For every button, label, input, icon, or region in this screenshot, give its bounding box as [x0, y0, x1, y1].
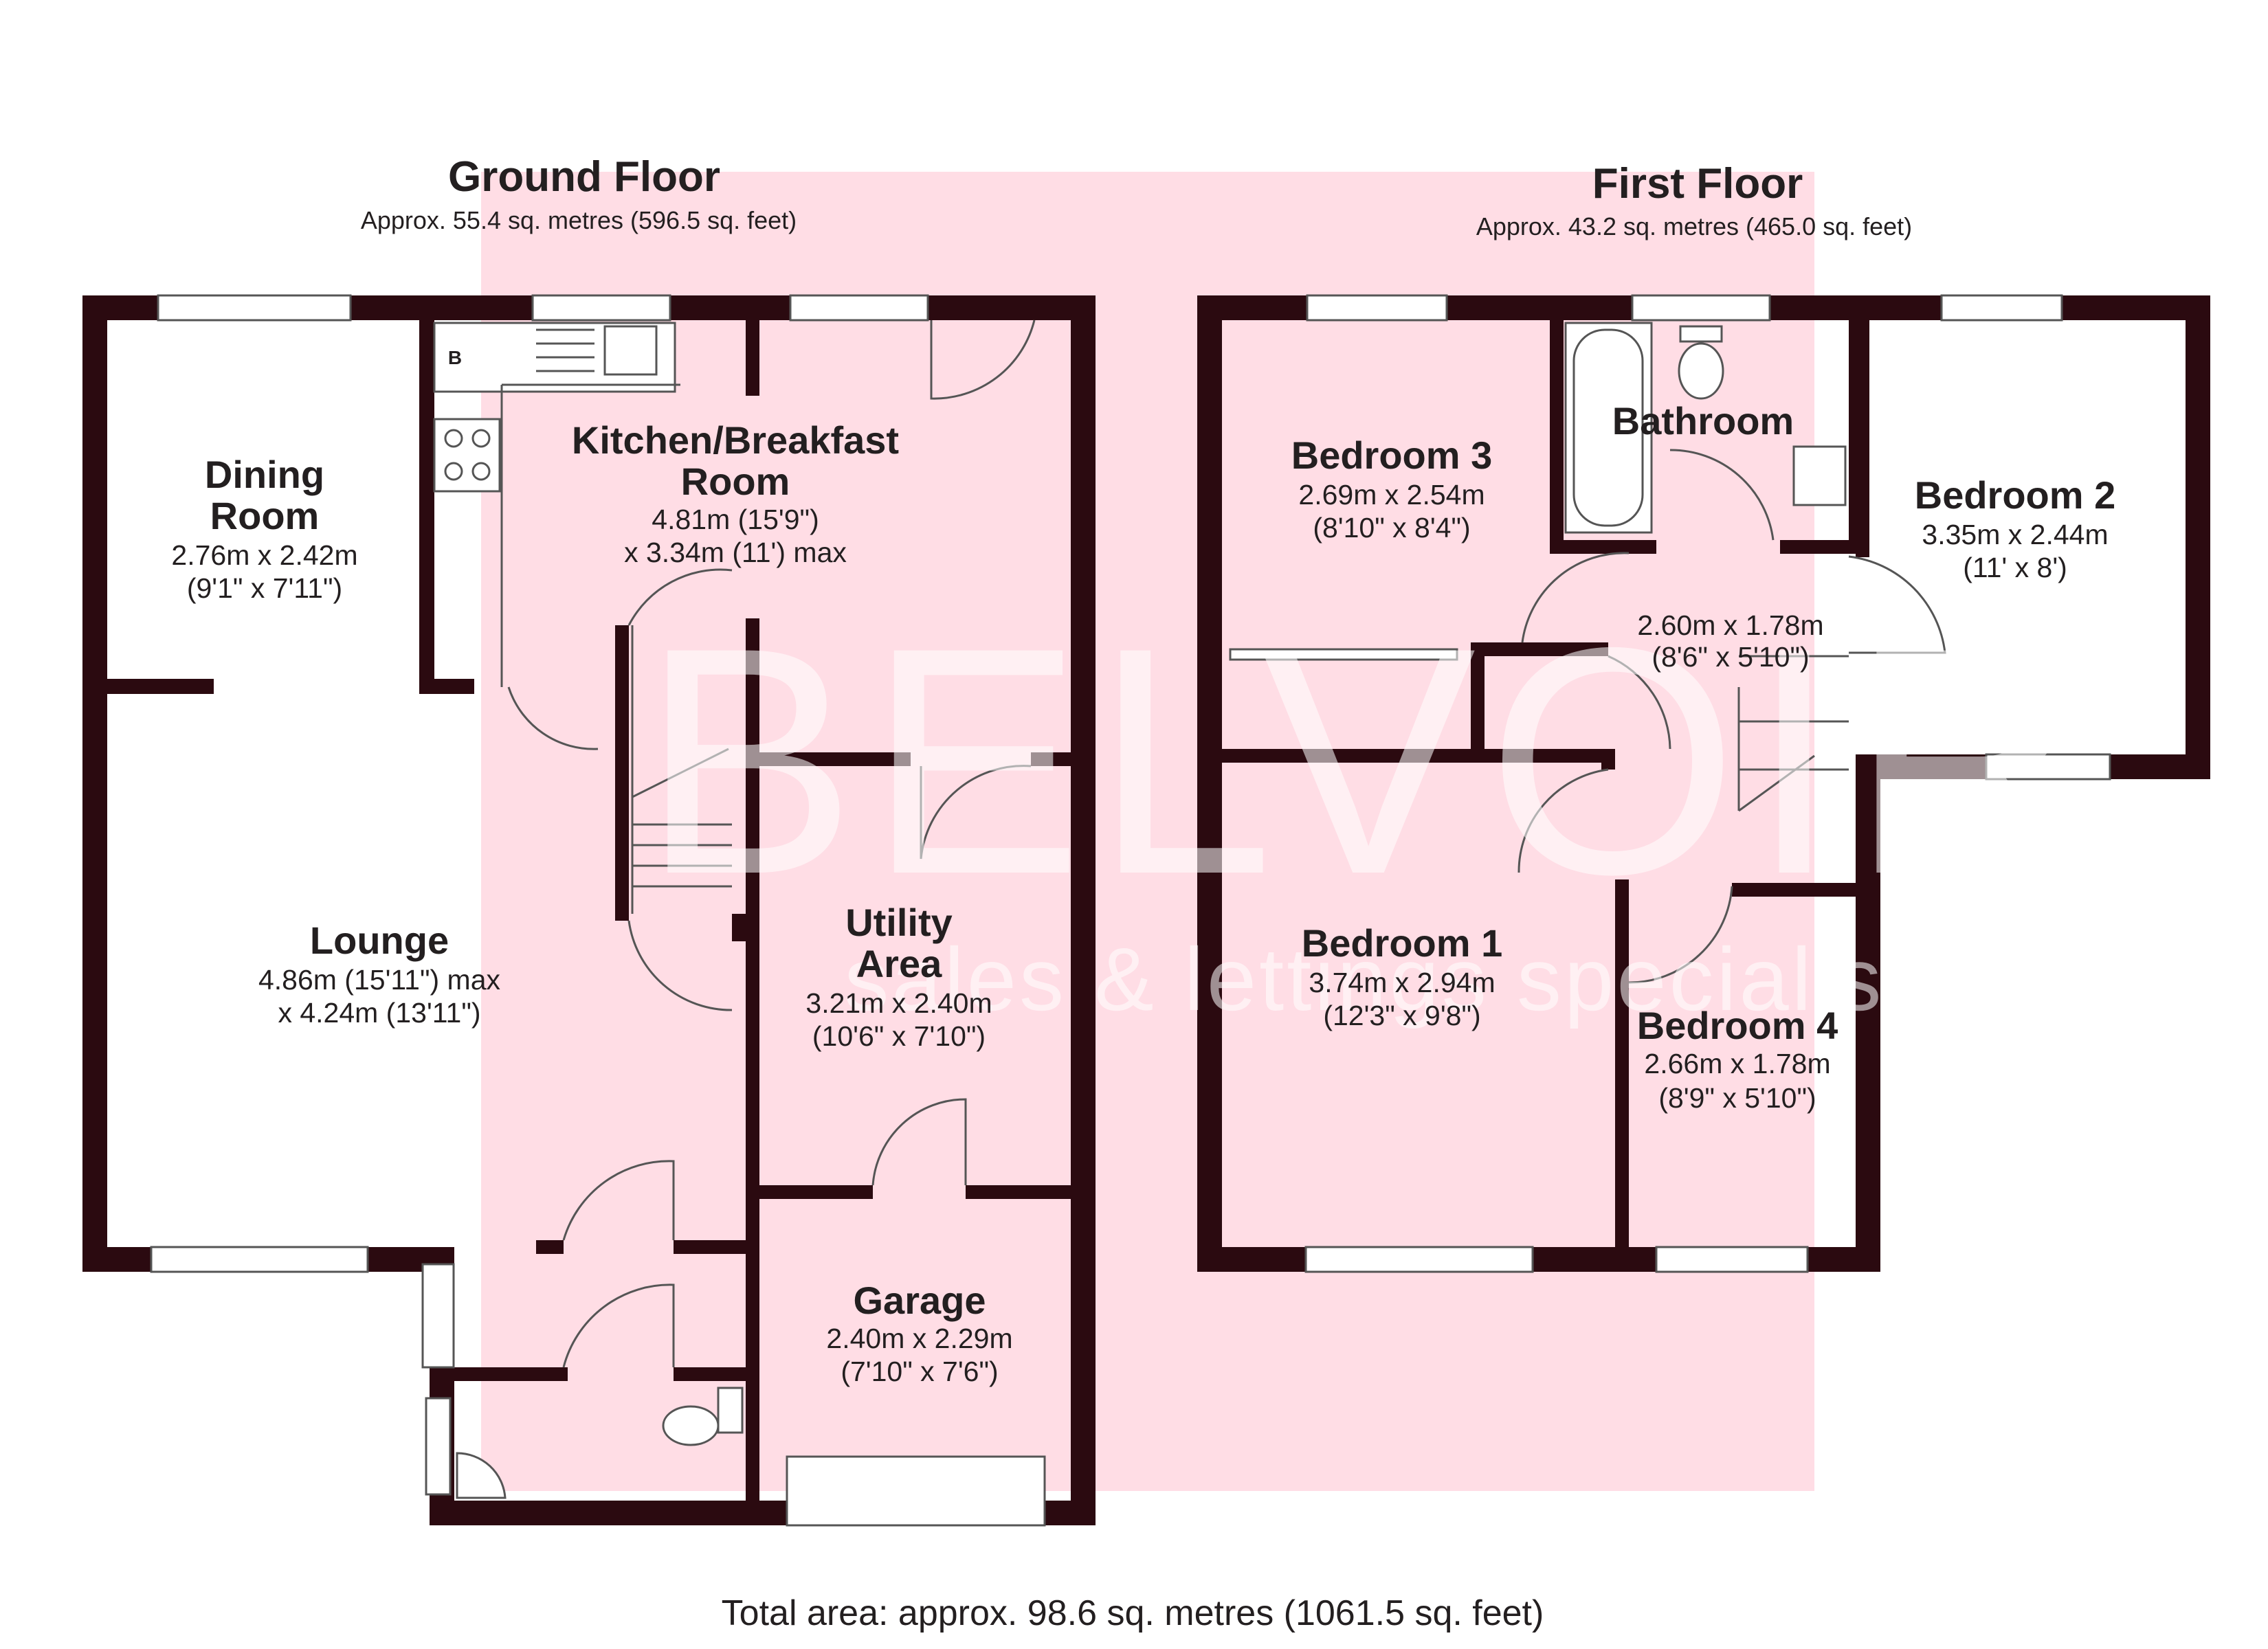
bedroom1-name: Bedroom 1 [1302, 921, 1503, 965]
bedroom3-dim-imperial: (8'10" x 8'4") [1313, 512, 1470, 543]
first-floor-title: First Floor [1592, 160, 1803, 207]
kitchen-dim-line2: x 3.34m (11') max [624, 537, 847, 568]
landing-dim-imperial: (8'6" x 5'10") [1652, 641, 1809, 673]
watermark-brand: BELVOIR [641, 581, 2095, 941]
lounge-dim-line2: x 4.24m (13'11") [278, 997, 480, 1029]
garage-name: Garage [854, 1279, 986, 1322]
lounge-name: Lounge [310, 919, 449, 962]
garage-dim-metric: 2.40m x 2.29m [826, 1323, 1012, 1354]
bedroom4-dim-metric: 2.66m x 1.78m [1644, 1048, 1830, 1079]
total-area: Total area: approx. 98.6 sq. metres (106… [722, 1593, 1544, 1633]
bedroom3-name: Bedroom 3 [1291, 434, 1493, 477]
bathroom-name: Bathroom [1612, 399, 1794, 442]
bedroom2-dim-metric: 3.35m x 2.44m [1922, 519, 2108, 550]
watermark-tagline: sales & lettings specialis [845, 929, 1885, 1029]
utility-dim-imperial: (10'6" x 7'10") [812, 1020, 986, 1052]
first-floor-plan [1197, 294, 2210, 1273]
kitchen-dim-line1: 4.81m (15'9") [652, 504, 819, 535]
ground-floor-title: Ground Floor [448, 153, 720, 201]
sink-fixture [603, 325, 658, 376]
dining-room-dim-metric: 2.76m x 2.42m [171, 539, 357, 571]
bedroom4-dim-imperial: (8'9" x 5'10") [1658, 1082, 1816, 1114]
dining-room-dim-imperial: (9'1" x 7'11") [187, 572, 342, 604]
bedroom1-dim-imperial: (12'3" x 9'8") [1323, 1000, 1480, 1031]
ground-floor-area: Approx. 55.4 sq. metres (596.5 sq. feet) [361, 206, 797, 234]
bath-fixture [1564, 322, 1653, 534]
kitchen-name-line2: Room [681, 460, 790, 503]
hob-fixture [433, 418, 501, 493]
staircase-ground [631, 625, 732, 914]
first-floor-area: Approx. 43.2 sq. metres (465.0 sq. feet) [1476, 212, 1912, 240]
bathroom-basin [1792, 445, 1847, 506]
wc-toilet [662, 1405, 720, 1446]
bathroom-toilet [1678, 342, 1724, 400]
boiler-label: B [448, 347, 462, 368]
bedroom2-dim-imperial: (11' x 8') [1963, 552, 2067, 583]
kitchen-name-line1: Kitchen/Breakfast [572, 418, 899, 462]
dining-room-name-line1: Dining [205, 453, 324, 496]
bedroom2-name: Bedroom 2 [1915, 473, 2116, 517]
utility-name-line2: Area [856, 942, 942, 985]
utility-name-line1: Utility [845, 901, 953, 944]
lounge-dim-line1: 4.86m (15'11") max [258, 964, 501, 996]
ground-floor-plan [82, 294, 1096, 1527]
landing-dim-metric: 2.60m x 1.78m [1637, 609, 1823, 641]
garage-dim-imperial: (7'10" x 7'6") [841, 1356, 998, 1387]
bedroom3-dim-metric: 2.69m x 2.54m [1298, 479, 1485, 511]
utility-dim-metric: 3.21m x 2.40m [805, 987, 992, 1019]
bedroom4-name: Bedroom 4 [1637, 1004, 1838, 1047]
dining-room-name-line2: Room [210, 494, 320, 537]
corner-basin [456, 1452, 507, 1499]
bedroom1-dim-metric: 3.74m x 2.94m [1309, 967, 1495, 998]
